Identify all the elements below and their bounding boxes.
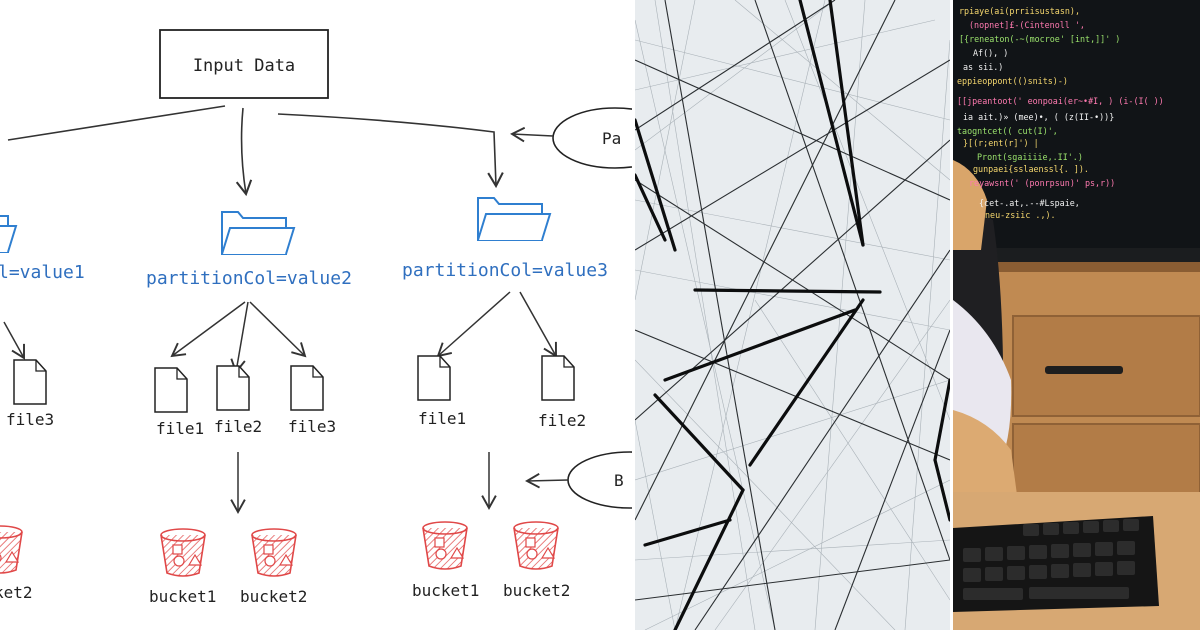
code-line: }[(r;ent(r]') | [963,138,1039,148]
code-line: reyawsnt(' (ponrpsun)' ps,r)) [969,178,1115,188]
file-icon [216,365,250,411]
keyboard [953,516,1159,612]
code-line: neu-zsiic .,). [985,210,1056,220]
code-line: [[jpeantoot(' eonpoai(er~•#I, ) (i-(I( )… [957,96,1164,106]
bucket-by-bubble: B [525,451,632,509]
partition-diagram-panel: Input Data Pa B l=value1 [0,29,632,606]
bucket-icon [513,521,559,570]
file-icon [541,355,575,401]
folder-icon [477,197,551,241]
connector-arrow [436,291,511,358]
bucket-label: bucket1 [149,587,216,606]
file-label: file1 [156,419,204,438]
code-line: gunpaei{sslaenssl{. ]). [973,164,1089,174]
code-line: rpiaye(ai(prriisustasn), [959,6,1080,16]
bucket-icon [160,528,206,577]
partition-2: partitionCol=value2 file1 file2 file3 bu… [146,211,352,606]
file-label: file2 [538,411,586,430]
file-label: file3 [6,410,54,429]
network-lines-art [635,0,950,630]
bucket-by-bubble-text: B [614,471,624,490]
input-data-box: Input Data [159,29,329,99]
code-line: taogntcet(( cut(I)', [957,126,1058,136]
connector-arrow [230,301,249,374]
code-line: Pront(sgaiiiie,.II'.) [977,152,1083,162]
file-icon [290,365,324,411]
connector-arrow [235,107,253,197]
code-line: as sii.) [963,62,1003,72]
desk-scene: rpiaye(ai(prriisustasn), (nopnet]£-(Cint… [953,0,1200,630]
bucket-icon [251,528,297,577]
file-label: file3 [288,417,336,436]
partition-diagram: Input Data Pa B l=value1 [0,29,632,606]
dog-coding-photo: rpiaye(ai(prriisustasn), (nopnet]£-(Cint… [953,0,1200,630]
monitor-code: rpiaye(ai(prriisustasn), (nopnet]£-(Cint… [957,6,1164,220]
bucket-icon [422,521,468,570]
file-icon [417,355,451,401]
bucket-label: bucket1 [412,581,479,600]
partition-by-bubble: Pa [510,107,632,169]
bucket-label: ket2 [0,583,33,602]
connector-arrow [3,321,25,360]
code-line: eppieoppont(()snits)-) [957,76,1068,86]
connector-arrow [519,291,557,358]
input-data-label: Input Data [193,56,295,76]
code-line: ia ait.)» (mee)•, ( (z(II-•))} [963,112,1114,122]
file-label: file2 [214,417,262,436]
folder-icon [0,209,17,253]
partition-label: l=value1 [0,262,85,283]
connector-arrow [277,113,504,189]
folder-icon [221,211,295,255]
file-icon [13,359,47,405]
file-label: file1 [418,409,466,428]
partition-label: partitionCol=value2 [146,268,352,289]
partition-by-bubble-text: Pa [602,129,621,148]
connector-arrow [7,105,226,141]
monitor [953,0,1200,248]
divider [632,0,635,630]
code-line: [{reneaton(-~(mocroe' [int,]]' ) [959,34,1120,44]
partition-label: partitionCol=value3 [402,260,608,281]
bucket-label: bucket2 [240,587,307,606]
bucket-label: bucket2 [503,581,570,600]
file-icon [154,367,188,413]
tangled-strings-photo [635,0,950,630]
divider [950,0,953,630]
connector-arrow [249,301,307,358]
partition-3: partitionCol=value3 file1 file2 bucket1 … [402,197,608,600]
code-line: (nopnet]£-(Cintenoll ', [969,20,1085,30]
code-line: {cet-.at,.--#Lspaie, [979,198,1080,208]
code-line: Af(), ) [973,48,1008,58]
bucket-icon [0,525,23,574]
connector-arrow [170,301,246,358]
partition-1: l=value1 file3 ket2 [0,209,85,602]
